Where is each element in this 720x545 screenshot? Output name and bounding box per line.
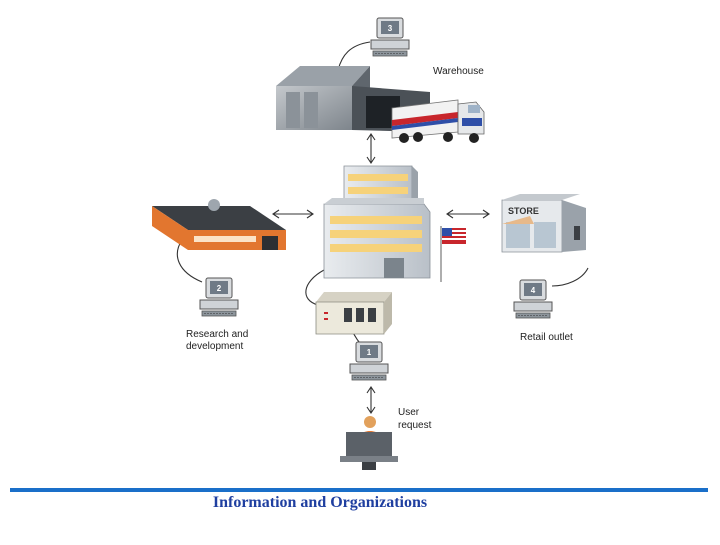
flag-icon: [440, 226, 466, 282]
headquarters-building: [323, 165, 431, 279]
terminal-4-number: 4: [531, 286, 536, 295]
research-building: [152, 199, 286, 250]
user-label-line2: request: [398, 420, 432, 431]
terminal-1: 1: [349, 341, 389, 381]
terminal-2-number: 2: [217, 284, 222, 293]
server-icon: [315, 292, 392, 335]
caption: Information and Organizations: [0, 494, 720, 512]
terminal-3: 3: [370, 17, 410, 57]
warehouse-label: Warehouse: [433, 66, 484, 77]
terminal-4: 4: [513, 279, 553, 319]
terminal-2: 2: [199, 277, 239, 317]
cable-terminal3: [337, 41, 371, 71]
research-label-line2: development: [186, 341, 243, 352]
store-building: [501, 194, 586, 253]
terminal-1-number: 1: [367, 348, 372, 357]
cable-server: [305, 269, 325, 306]
store-sign: STORE: [508, 206, 539, 216]
user-icon: [340, 416, 398, 470]
user-label-line1: User: [398, 407, 420, 418]
retail-label: Retail outlet: [520, 332, 573, 343]
truck-icon: [391, 99, 485, 143]
terminal-3-number: 3: [388, 24, 393, 33]
warehouse-building: [276, 66, 430, 132]
cable-terminal4: [551, 267, 589, 287]
research-label-line1: Research and: [186, 329, 248, 340]
caption-rule: [10, 488, 708, 492]
caption-text: Information and Organizations: [212, 494, 428, 511]
